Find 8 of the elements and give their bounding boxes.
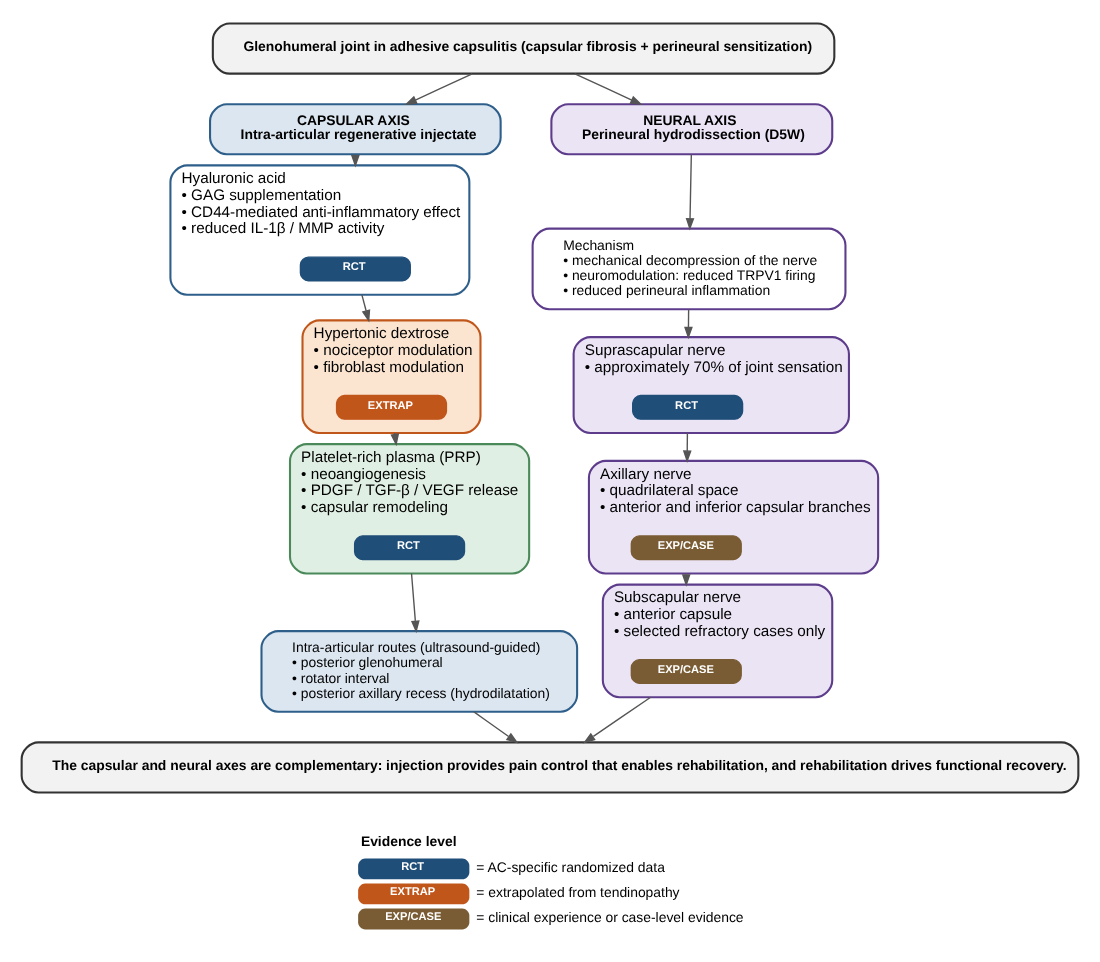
- arrow: [361, 294, 371, 323]
- arrow: [410, 572, 420, 634]
- arrow: [582, 696, 652, 744]
- arrow: [685, 153, 695, 231]
- arrow: [473, 711, 519, 744]
- arrow: [404, 73, 473, 106]
- arrow: [574, 73, 643, 106]
- arrow: [350, 153, 360, 168]
